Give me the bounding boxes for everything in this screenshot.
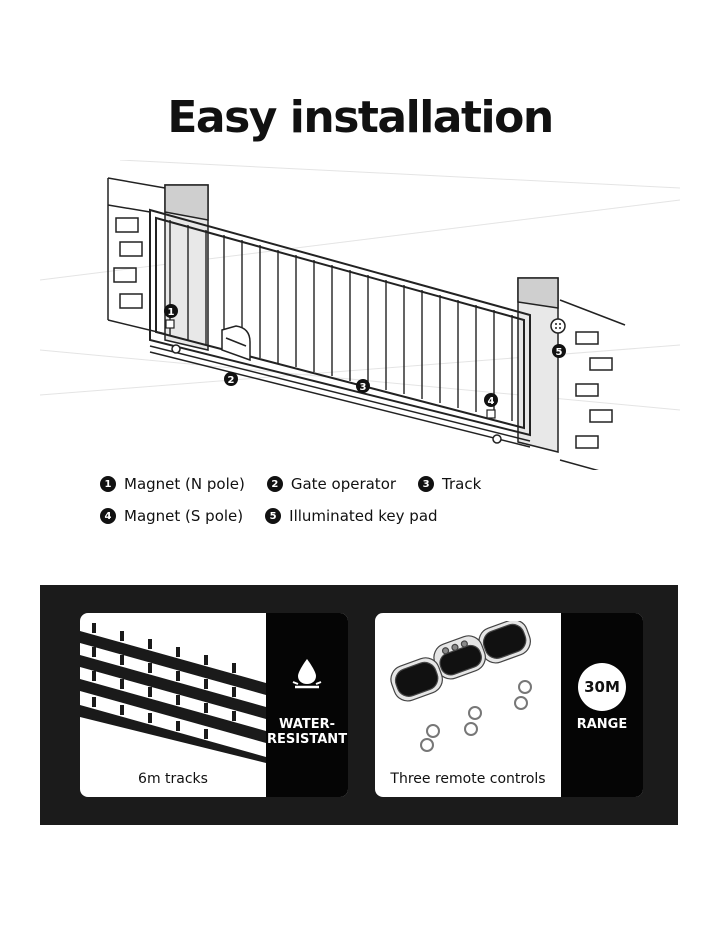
legend-item-key-pad: 5 Illuminated key pad bbox=[265, 507, 438, 525]
marker-5: 5 bbox=[556, 347, 563, 358]
legend-label: Magnet (S pole) bbox=[124, 507, 244, 525]
track-rails-image bbox=[80, 623, 266, 763]
water-label-line1: WATER- bbox=[279, 717, 335, 732]
marker-3: 3 bbox=[360, 382, 367, 393]
tracks-card: 6m tracks WATER- RESISTANT bbox=[80, 613, 348, 797]
keypad-icon bbox=[550, 318, 566, 334]
remote-controls-image bbox=[390, 621, 532, 752]
legend-label: Magnet (N pole) bbox=[124, 475, 245, 493]
legend-item-magnet-n: 1 Magnet (N pole) bbox=[100, 475, 245, 493]
number-badge: 3 bbox=[418, 476, 435, 492]
legend-row: 4 Magnet (S pole) 5 Illuminated key pad bbox=[100, 500, 620, 532]
remotes-caption: Three remote controls bbox=[390, 771, 546, 787]
marker-4: 4 bbox=[488, 396, 495, 407]
number-badge: 4 bbox=[100, 508, 116, 524]
number-badge: 5 bbox=[265, 508, 282, 524]
gate-operator-icon bbox=[221, 325, 251, 362]
water-resistant-side: WATER- RESISTANT bbox=[266, 613, 348, 797]
legend-label: Track bbox=[442, 475, 482, 493]
tracks-caption: 6m tracks bbox=[138, 771, 208, 787]
number-badge: 1 bbox=[100, 476, 116, 492]
marker-2: 2 bbox=[228, 375, 235, 386]
legend-item-track: 3 Track bbox=[418, 475, 481, 493]
page-title: Easy installation bbox=[167, 92, 554, 143]
legend-item-magnet-s: 4 Magnet (S pole) bbox=[100, 507, 243, 525]
water-drop-icon bbox=[292, 659, 322, 689]
marker-1: 1 bbox=[168, 307, 175, 318]
water-label-line2: RESISTANT bbox=[266, 732, 348, 747]
range-badge: 30M bbox=[578, 663, 626, 711]
range-label: RANGE bbox=[576, 717, 628, 732]
remotes-card: Three remote controls 30M RANGE bbox=[375, 613, 643, 797]
legend-item-gate-operator: 2 Gate operator bbox=[266, 475, 397, 493]
legend: 1 Magnet (N pole) 2 Gate operator 3 Track 4… bbox=[100, 468, 620, 532]
features-panel: 6m tracks WATER- RESISTANT bbox=[40, 585, 678, 825]
legend-label: Illuminated key pad bbox=[289, 507, 438, 525]
gate-installation-diagram: 1 2 3 4 5 bbox=[39, 160, 681, 470]
range-side: 30M RANGE bbox=[561, 613, 643, 797]
legend-row: 1 Magnet (N pole) 2 Gate operator 3 Track bbox=[100, 468, 620, 500]
legend-label: Gate operator bbox=[290, 475, 397, 493]
number-badge: 2 bbox=[266, 476, 283, 492]
